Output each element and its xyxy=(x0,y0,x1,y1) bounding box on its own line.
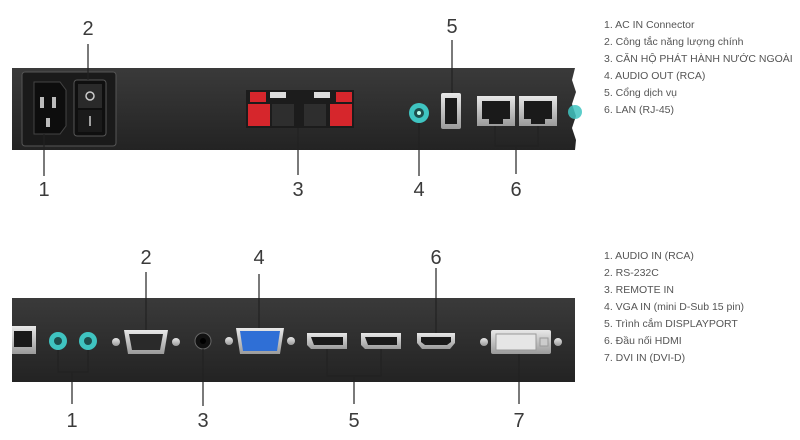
top-legend-item: 1. AC IN Connector xyxy=(604,19,695,31)
top-callout-4: 4 xyxy=(413,179,424,201)
audio-in-rca xyxy=(49,332,97,350)
bottom-legend-item: 5. Trình cắm DISPLAYPORT xyxy=(604,318,738,330)
bottom-callout-4: 4 xyxy=(253,247,264,269)
bottom-callout-numbers: 1 2 3 4 5 6 7 xyxy=(66,247,524,432)
top-legend-item: 3. CĂN HỘ PHÁT HÀNH NƯỚC NGOÀI xyxy=(604,53,793,65)
rs232c-port xyxy=(112,330,180,354)
vga-port xyxy=(225,328,295,354)
dvi-port xyxy=(480,330,562,354)
bottom-callout-7: 7 xyxy=(513,410,524,432)
bottom-legend-item: 1. AUDIO IN (RCA) xyxy=(604,250,694,262)
bottom-panel xyxy=(12,268,575,406)
top-callout-6: 6 xyxy=(510,179,521,201)
top-legend: 1. AC IN Connector 2. Công tắc năng lượn… xyxy=(604,17,793,119)
hdmi-port xyxy=(417,333,455,349)
top-legend-item: 5. Cổng dịch vụ xyxy=(604,87,677,99)
remote-in-jack xyxy=(194,332,212,350)
top-callout-numbers: 1 2 3 4 5 6 xyxy=(38,16,521,201)
displayport-ports xyxy=(307,333,401,349)
bottom-legend: 1. AUDIO IN (RCA) 2. RS-232C 3. REMOTE I… xyxy=(604,248,744,367)
bottom-callout-5: 5 xyxy=(348,410,359,432)
bottom-legend-item: 7. DVI IN (DVI-D) xyxy=(604,352,686,364)
top-legend-item: 2. Công tắc năng lượng chính xyxy=(604,36,744,48)
top-legend-item: 6. LAN (RJ-45) xyxy=(604,104,675,116)
bottom-legend-item: 4. VGA IN (mini D-Sub 15 pin) xyxy=(604,301,745,313)
speaker-terminals xyxy=(246,90,354,128)
top-callout-5: 5 xyxy=(446,16,457,38)
bottom-callout-6: 6 xyxy=(430,247,441,269)
top-callout-3: 3 xyxy=(292,179,303,201)
top-callout-1: 1 xyxy=(38,179,49,201)
bottom-legend-item: 3. REMOTE IN xyxy=(604,284,675,296)
bottom-callout-1: 1 xyxy=(66,410,77,432)
main-power-switch xyxy=(73,79,107,137)
bottom-legend-item: 6. Đầu nối HDMI xyxy=(604,335,682,347)
service-usb-port xyxy=(441,93,461,129)
bottom-leader-lines xyxy=(57,268,520,406)
audio-out-rca xyxy=(409,103,429,123)
bottom-callout-3: 3 xyxy=(197,410,208,432)
lan-ports xyxy=(477,96,557,126)
top-legend-item: 4. AUDIO OUT (RCA) xyxy=(604,70,706,82)
top-panel xyxy=(12,40,582,176)
bottom-callout-2: 2 xyxy=(140,247,151,269)
bottom-legend-item: 2. RS-232C xyxy=(604,267,659,279)
top-callout-2: 2 xyxy=(82,18,93,40)
top-leader-lines xyxy=(43,40,539,176)
